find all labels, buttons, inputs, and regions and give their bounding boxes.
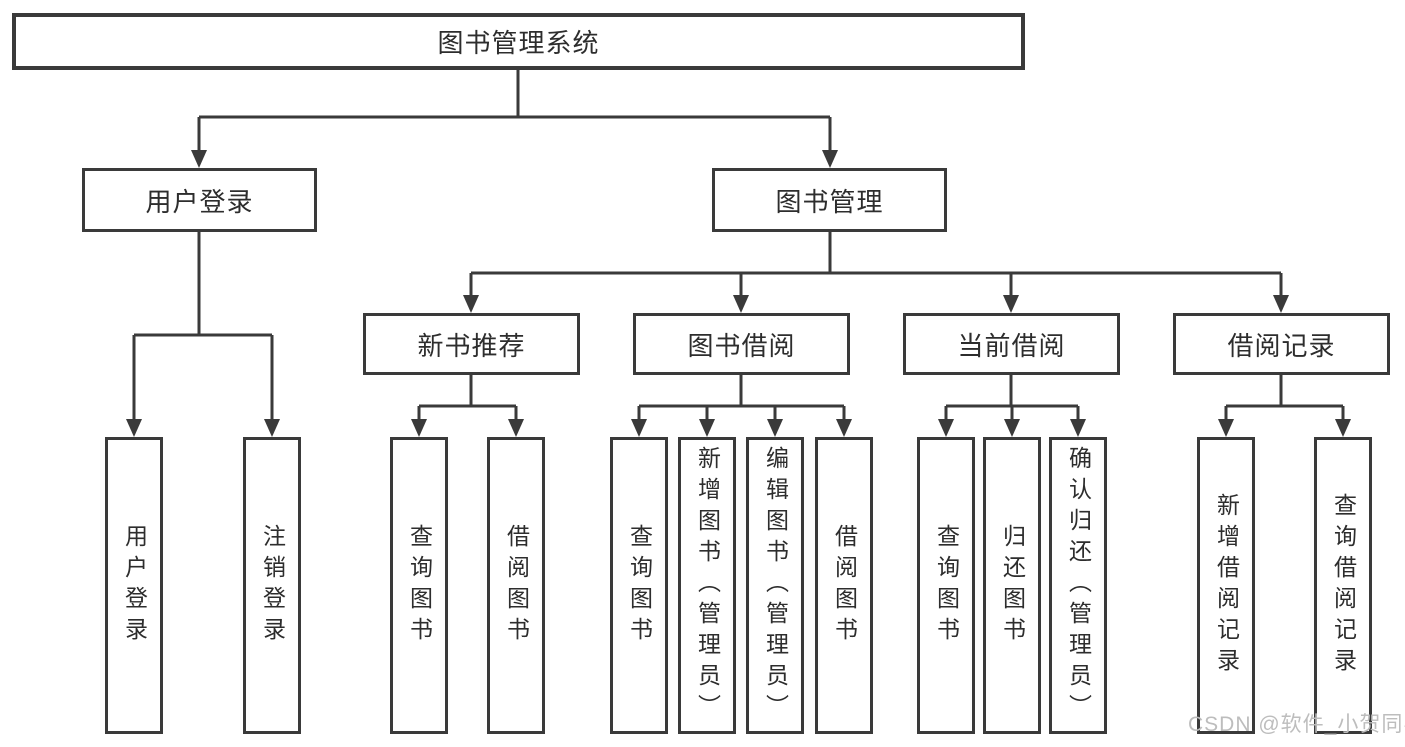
node-leaf-newrec-borrow-books-label: 借阅图书 xyxy=(503,523,530,648)
arrowhead-icon xyxy=(699,419,715,437)
arrowhead-icon xyxy=(508,419,524,437)
node-library-system: 图书管理系统 xyxy=(12,13,1025,70)
node-leaf-borrow-borrow-books: 借阅图书 xyxy=(815,437,873,734)
arrowhead-icon xyxy=(1003,295,1019,313)
node-leaf-borrow-borrow-books-label: 借阅图书 xyxy=(831,523,858,648)
node-leaf-borrow-edit-books-admin-label: 编辑图书（管理员） xyxy=(762,446,789,725)
node-leaf-current-query-books: 查询图书 xyxy=(917,437,975,734)
node-new-book-recommendation: 新书推荐 xyxy=(363,313,580,375)
arrowhead-icon xyxy=(1273,295,1289,313)
node-leaf-newrec-query-books-label: 查询图书 xyxy=(406,523,433,648)
node-leaf-current-return-books-label: 归还图书 xyxy=(999,523,1026,648)
arrowhead-icon xyxy=(1218,419,1234,437)
node-leaf-newrec-query-books: 查询图书 xyxy=(390,437,448,734)
arrowhead-icon xyxy=(463,295,479,313)
arrowhead-icon xyxy=(411,419,427,437)
watermark: CSDN @软件_小贺同学 xyxy=(1188,713,1405,736)
arrowhead-icon xyxy=(1070,419,1086,437)
node-leaf-borrow-query-books: 查询图书 xyxy=(610,437,668,734)
node-borrowing-records: 借阅记录 xyxy=(1173,313,1390,375)
node-current-borrowing-label: 当前借阅 xyxy=(957,330,1066,361)
arrowhead-icon xyxy=(733,295,749,313)
node-new-book-recommendation-label: 新书推荐 xyxy=(417,330,526,361)
node-library-system-label: 图书管理系统 xyxy=(437,28,600,58)
node-borrowing-records-label: 借阅记录 xyxy=(1227,330,1336,361)
node-leaf-user-login-label: 用户登录 xyxy=(121,523,148,648)
node-leaf-records-add-record: 新增借阅记录 xyxy=(1197,437,1255,734)
arrowhead-icon xyxy=(191,150,207,168)
arrowhead-icon xyxy=(1335,419,1351,437)
node-leaf-records-query-record: 查询借阅记录 xyxy=(1314,437,1372,734)
node-leaf-newrec-borrow-books: 借阅图书 xyxy=(487,437,545,734)
node-book-management-label: 图书管理 xyxy=(775,186,884,217)
arrowhead-icon xyxy=(938,419,954,437)
node-leaf-current-query-books-label: 查询图书 xyxy=(933,523,960,648)
arrowhead-icon xyxy=(631,419,647,437)
arrowhead-icon xyxy=(1004,419,1020,437)
arrowheads xyxy=(126,150,1351,437)
node-leaf-current-confirm-return-admin-label: 确认归还（管理员） xyxy=(1065,446,1092,725)
node-user-login-label: 用户登录 xyxy=(145,186,254,217)
node-leaf-borrow-add-books-admin: 新增图书（管理员） xyxy=(678,437,736,734)
connector-path xyxy=(132,70,1345,423)
node-leaf-borrow-query-books-label: 查询图书 xyxy=(626,523,653,648)
node-current-borrowing: 当前借阅 xyxy=(903,313,1120,375)
arrowhead-icon xyxy=(264,419,280,437)
node-leaf-records-add-record-label: 新增借阅记录 xyxy=(1213,492,1240,679)
node-leaf-borrow-edit-books-admin: 编辑图书（管理员） xyxy=(746,437,804,734)
node-leaf-records-query-record-label: 查询借阅记录 xyxy=(1330,492,1357,679)
node-leaf-logout: 注销登录 xyxy=(243,437,301,734)
node-book-borrowing: 图书借阅 xyxy=(633,313,850,375)
node-leaf-borrow-add-books-admin-label: 新增图书（管理员） xyxy=(694,446,721,725)
node-leaf-current-return-books: 归还图书 xyxy=(983,437,1041,734)
node-leaf-user-login: 用户登录 xyxy=(105,437,163,734)
arrowhead-icon xyxy=(836,419,852,437)
arrowhead-icon xyxy=(822,150,838,168)
arrowhead-icon xyxy=(126,419,142,437)
node-leaf-current-confirm-return-admin: 确认归还（管理员） xyxy=(1049,437,1107,734)
node-book-management: 图书管理 xyxy=(712,168,947,232)
node-book-borrowing-label: 图书借阅 xyxy=(687,330,796,361)
arrowhead-icon xyxy=(767,419,783,437)
node-leaf-logout-label: 注销登录 xyxy=(259,523,286,648)
node-user-login: 用户登录 xyxy=(82,168,317,232)
